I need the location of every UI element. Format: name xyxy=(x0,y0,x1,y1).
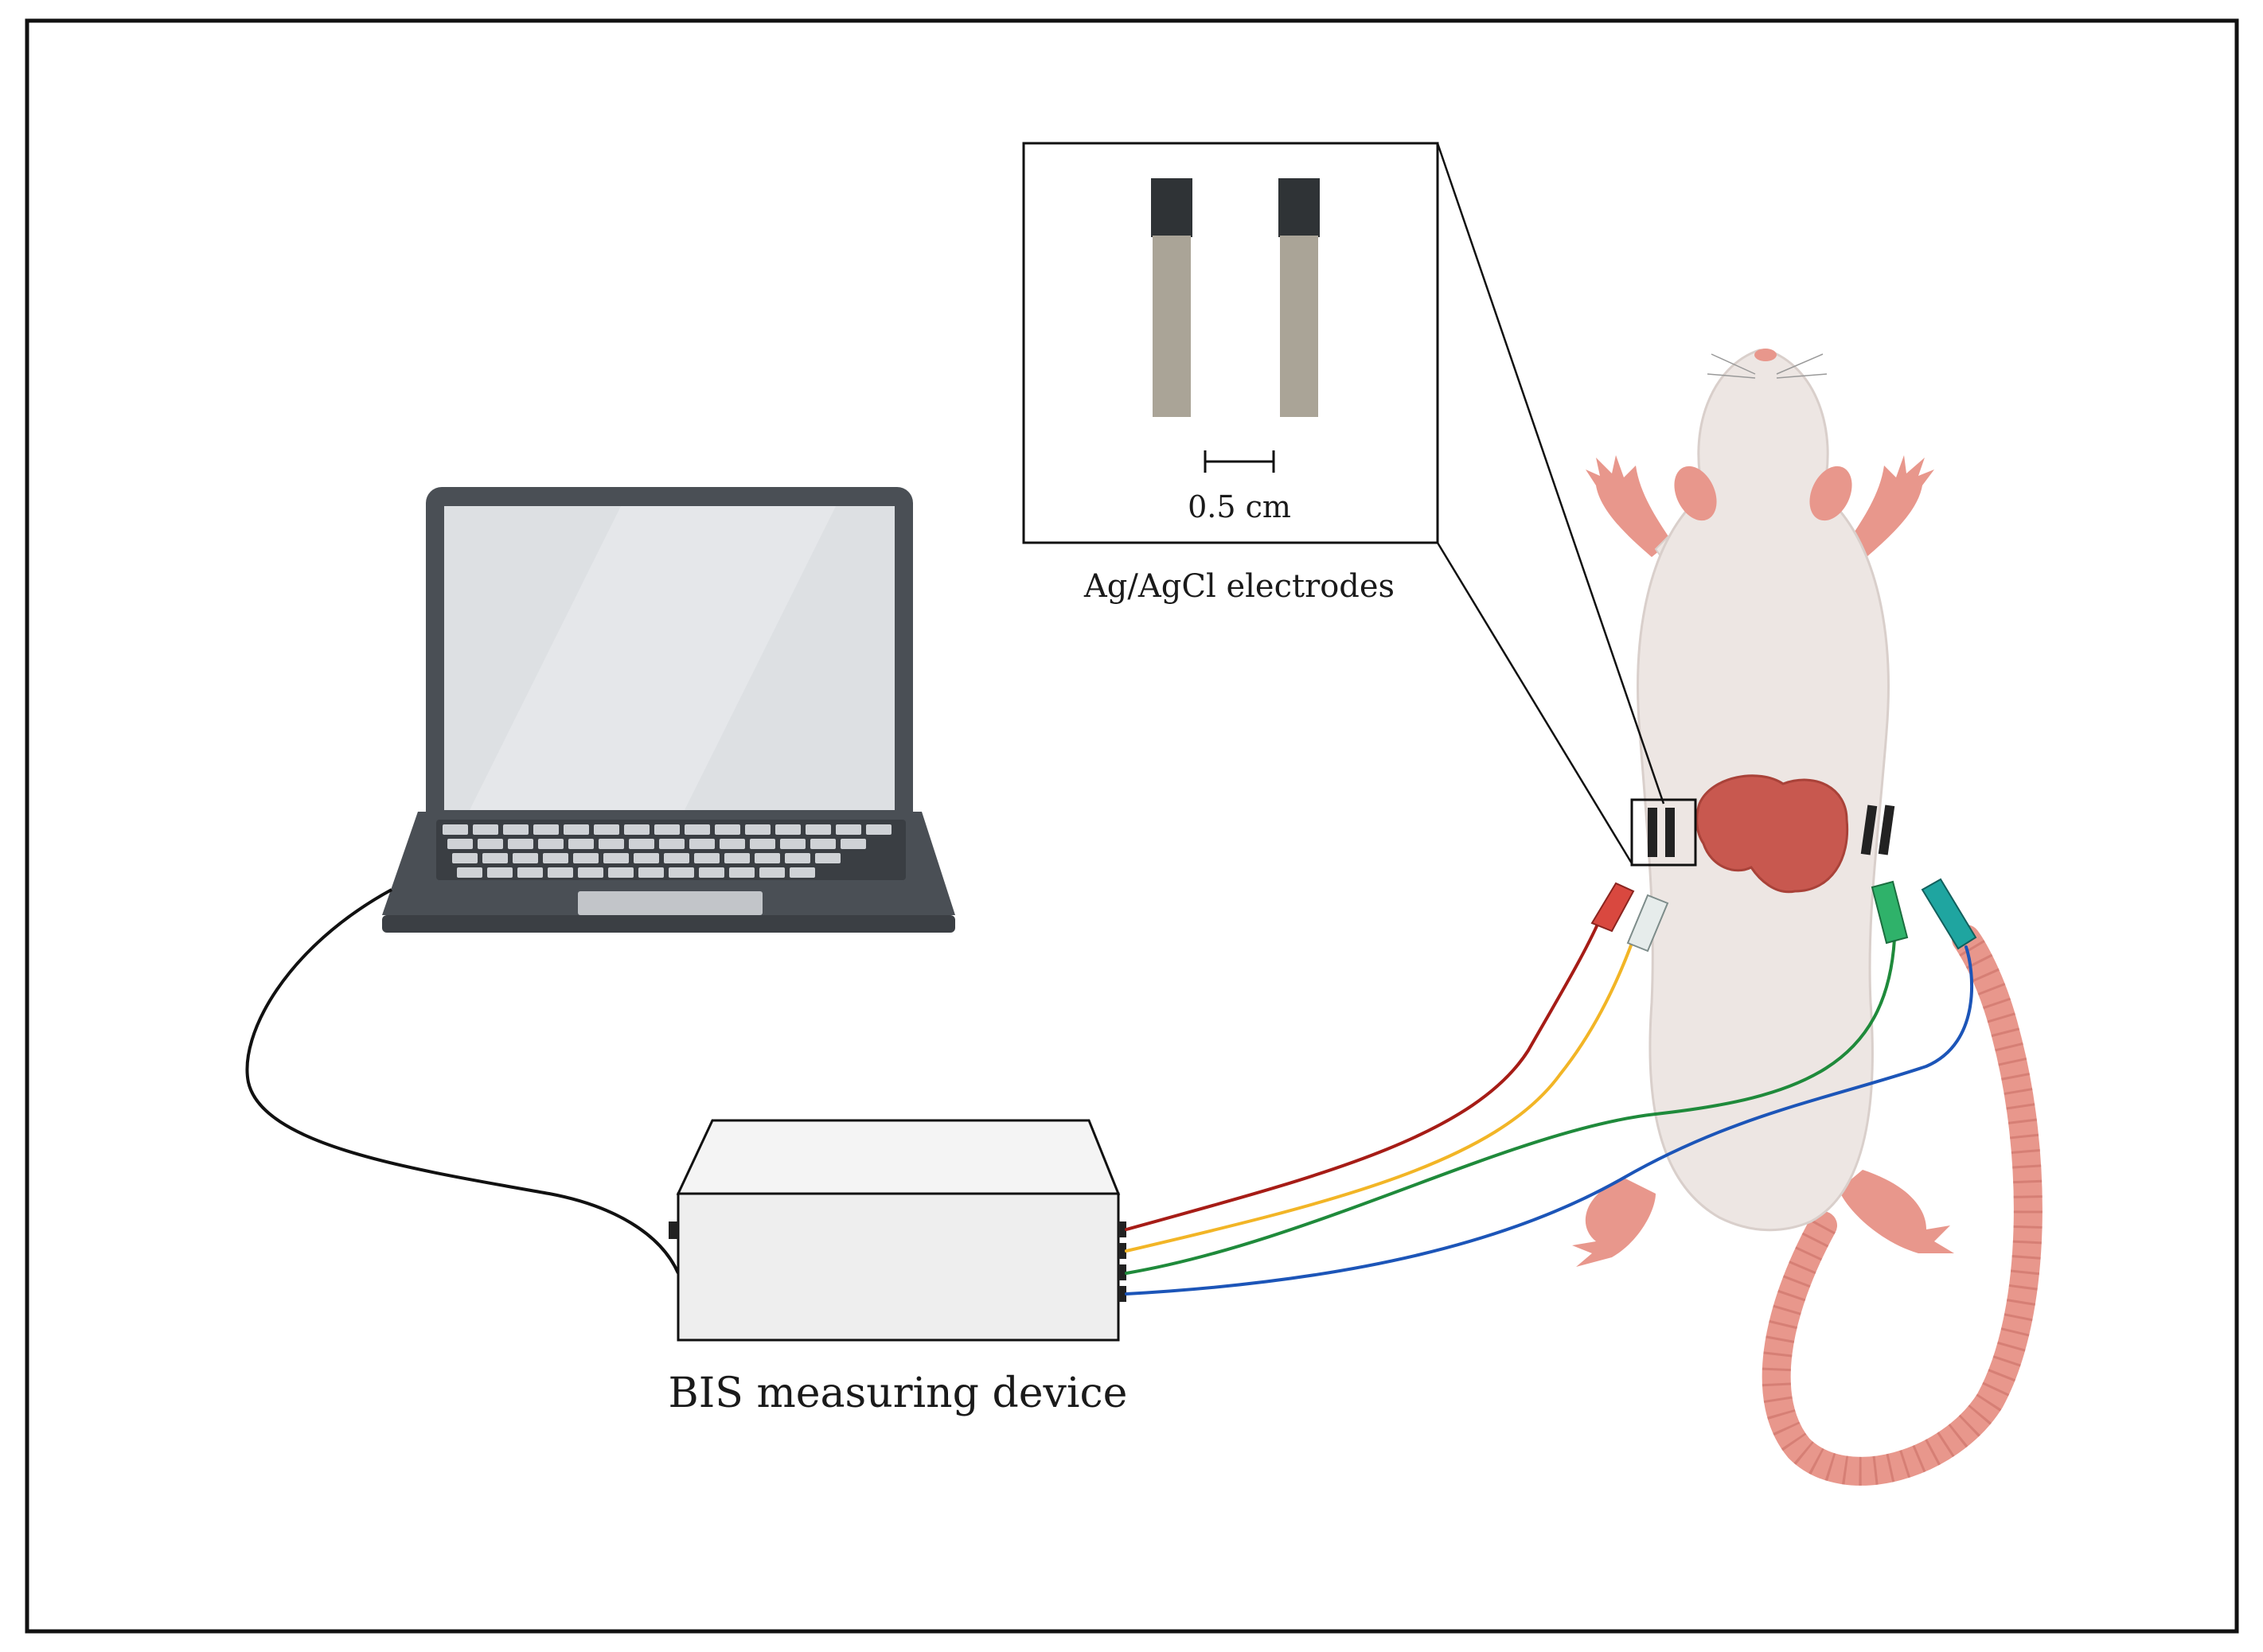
keyboard-key xyxy=(724,853,750,863)
keyboard-key xyxy=(780,839,806,849)
keyboard-key xyxy=(508,839,533,849)
keyboard-key xyxy=(720,839,745,849)
keyboard-key xyxy=(775,824,801,835)
clip-green xyxy=(1871,880,1909,945)
scale-bar xyxy=(1204,450,1275,473)
keyboard-key xyxy=(568,839,594,849)
device-label: BIS measuring device xyxy=(669,1370,1128,1417)
callout-line-top xyxy=(1436,142,1665,805)
keyboard-key xyxy=(810,839,836,849)
keyboard-key xyxy=(548,867,573,878)
bis-device-icon xyxy=(669,1119,1126,1342)
rat-icon xyxy=(1572,349,2043,1486)
liver-icon xyxy=(1695,774,1849,894)
keyboard-key xyxy=(664,853,689,863)
keyboard-key xyxy=(836,824,861,835)
clip-white xyxy=(1626,894,1669,953)
keyboard-key xyxy=(513,853,538,863)
keyboard-key xyxy=(573,853,599,863)
callout-line-bottom xyxy=(1436,542,1633,864)
keyboard-key xyxy=(517,867,543,878)
keyboard-key xyxy=(806,824,831,835)
keyboard-key xyxy=(745,824,771,835)
keyboard-key xyxy=(629,839,654,849)
keyboard-key xyxy=(699,867,724,878)
electrode-pair-right xyxy=(1860,805,1895,855)
keyboard-key xyxy=(815,853,841,863)
keyboard-key xyxy=(603,853,629,863)
clip-red xyxy=(1590,882,1635,933)
scale-label: 0.5 cm xyxy=(1188,489,1291,524)
keyboard-key xyxy=(654,824,680,835)
keyboard-key xyxy=(866,824,892,835)
keyboard-key xyxy=(669,867,694,878)
wire-green xyxy=(1125,937,1896,1275)
electrode-inset-box xyxy=(1022,142,1439,544)
keyboard-key xyxy=(659,839,685,849)
keyboard-key xyxy=(487,867,513,878)
keyboard-key xyxy=(543,853,568,863)
electrodes-label: Ag/AgCl electrodes xyxy=(1083,568,1395,605)
keyboard-key xyxy=(624,824,650,835)
keyboard-key xyxy=(599,839,624,849)
keyboard-key xyxy=(564,824,589,835)
keyboard-key xyxy=(533,824,559,835)
keyboard-key xyxy=(608,867,634,878)
laptop-cable xyxy=(245,888,680,1274)
keyboard-key xyxy=(538,839,564,849)
wire-blue xyxy=(1125,945,1974,1295)
keyboard-key xyxy=(634,853,659,863)
electrode-pair-left xyxy=(1630,798,1697,867)
keyboard-key xyxy=(689,839,715,849)
wire-red xyxy=(1125,918,1602,1231)
keyboard-key xyxy=(685,824,710,835)
electrode-icon xyxy=(1151,178,1320,417)
wire-yellow xyxy=(1125,937,1635,1253)
keyboard-key xyxy=(473,824,498,835)
keyboard-key xyxy=(478,839,503,849)
keyboard-key xyxy=(503,824,529,835)
keyboard-key xyxy=(841,839,866,849)
keyboard-key xyxy=(638,867,664,878)
keyboard-key xyxy=(755,853,780,863)
keyboard-key xyxy=(594,824,619,835)
keyboard-key xyxy=(578,867,603,878)
figure-frame xyxy=(25,18,2239,1634)
keyboard-key xyxy=(785,853,810,863)
laptop-icon xyxy=(382,487,955,933)
keyboard-key xyxy=(482,853,508,863)
keyboard-key xyxy=(759,867,785,878)
keyboard-key xyxy=(457,867,482,878)
clip-teal xyxy=(1921,878,1977,950)
keyboard-key xyxy=(715,824,740,835)
keyboard-key xyxy=(790,867,815,878)
keyboard-key xyxy=(729,867,755,878)
keyboard-key xyxy=(452,853,478,863)
keyboard-key xyxy=(443,824,468,835)
keyboard-key xyxy=(750,839,775,849)
keyboard-key xyxy=(694,853,720,863)
keyboard-key xyxy=(447,839,473,849)
